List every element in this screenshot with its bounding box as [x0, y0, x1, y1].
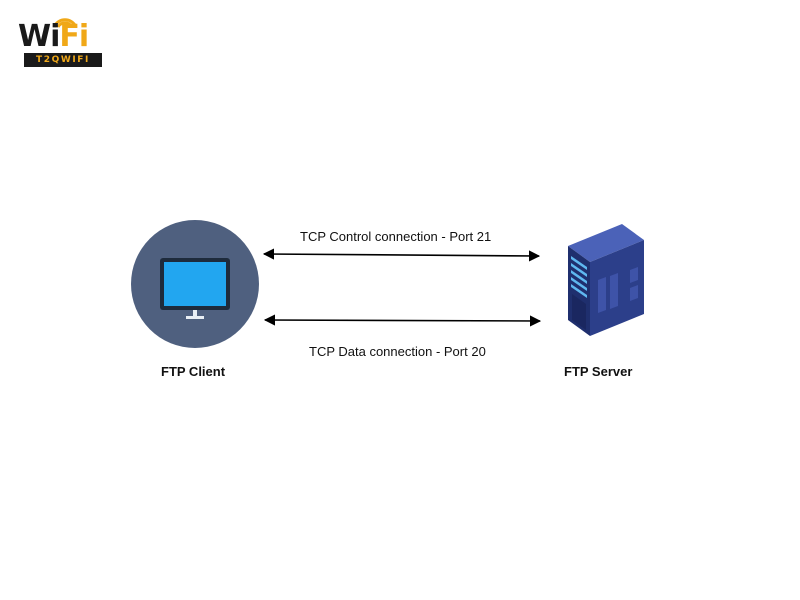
logo-tagline: T2QWIFI: [24, 53, 102, 67]
wifi-signal-icon: [52, 18, 78, 30]
brand-logo: WiFi T2QWIFI: [14, 8, 106, 70]
server-label: FTP Server: [564, 364, 633, 379]
client-node: [131, 220, 259, 348]
monitor-icon: [160, 258, 230, 319]
logo-wordmark: WiFi: [18, 19, 89, 54]
server-rack-icon: [568, 224, 644, 336]
control-connection-arrow: [262, 248, 541, 262]
client-label: FTP Client: [161, 364, 226, 379]
data-connection-arrow: [263, 314, 542, 327]
data-connection-label: TCP Data connection - Port 20: [309, 344, 486, 359]
control-connection-label: TCP Control connection - Port 21: [300, 229, 492, 244]
